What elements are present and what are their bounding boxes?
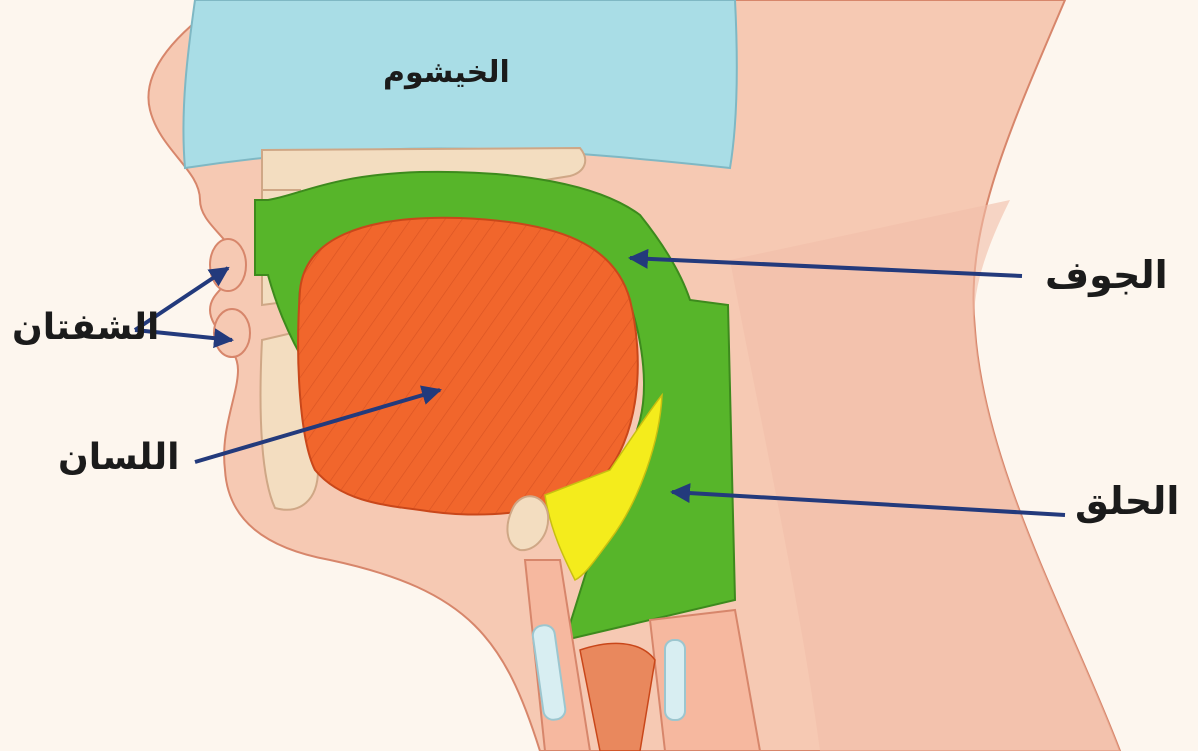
arrow-lower-lip	[134, 328, 234, 349]
label-nasal-cavity: الخيشوم	[383, 55, 510, 90]
arrow-tongue	[194, 385, 442, 464]
larynx-muscle	[579, 642, 656, 751]
arrow-oral-cavity	[628, 248, 1023, 278]
upper-lip	[209, 238, 247, 292]
label-tongue: اللسان	[58, 437, 180, 478]
epiglottis-region	[544, 392, 663, 582]
label-lips: الشفتان	[12, 307, 160, 348]
lower-lip	[213, 308, 251, 358]
arrow-upper-lip	[133, 266, 230, 332]
esophagus-ring	[664, 639, 686, 721]
label-oral-cavity: الجوف	[1045, 253, 1168, 297]
hyoid-bone	[506, 495, 550, 552]
trachea-ring	[531, 624, 567, 721]
arrow-throat	[670, 483, 1066, 517]
label-throat: الحلق	[1075, 479, 1180, 523]
tongue-fibers	[298, 217, 638, 515]
neck-shade	[730, 200, 1120, 751]
